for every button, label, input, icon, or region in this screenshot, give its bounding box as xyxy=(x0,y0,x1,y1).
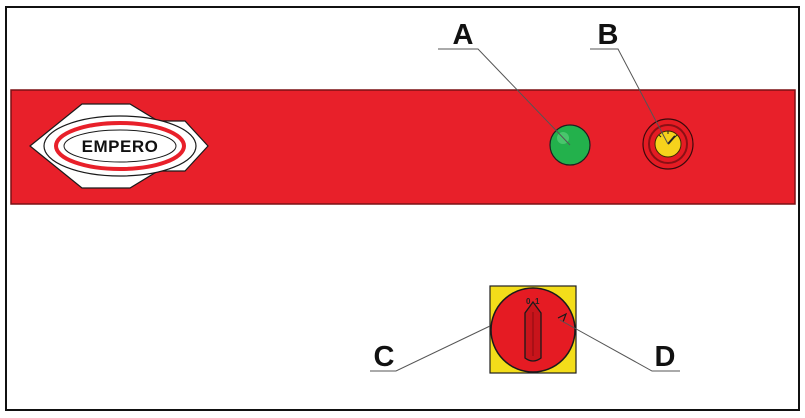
switch-position-mark-icon xyxy=(557,312,568,323)
callout-label-b: B xyxy=(598,19,619,51)
switch-on-label: 1 xyxy=(535,297,540,306)
logo-text: EMPERO xyxy=(82,137,159,156)
callout-leader-d xyxy=(559,319,680,372)
callout-label-d: D xyxy=(655,341,676,373)
callout-leader-c xyxy=(370,325,491,372)
switch-off-label: 0 xyxy=(526,297,531,306)
rotary-main-switch-icon: 0 1 xyxy=(489,285,577,374)
callout-label-c: C xyxy=(374,341,395,373)
empero-logo: EMPERO xyxy=(29,103,209,189)
callout-leaders xyxy=(370,48,680,372)
callout-leader-a xyxy=(438,48,571,146)
callout-leader-b xyxy=(590,48,669,145)
diagram-frame xyxy=(5,6,800,411)
callout-label-a: A xyxy=(453,19,474,51)
